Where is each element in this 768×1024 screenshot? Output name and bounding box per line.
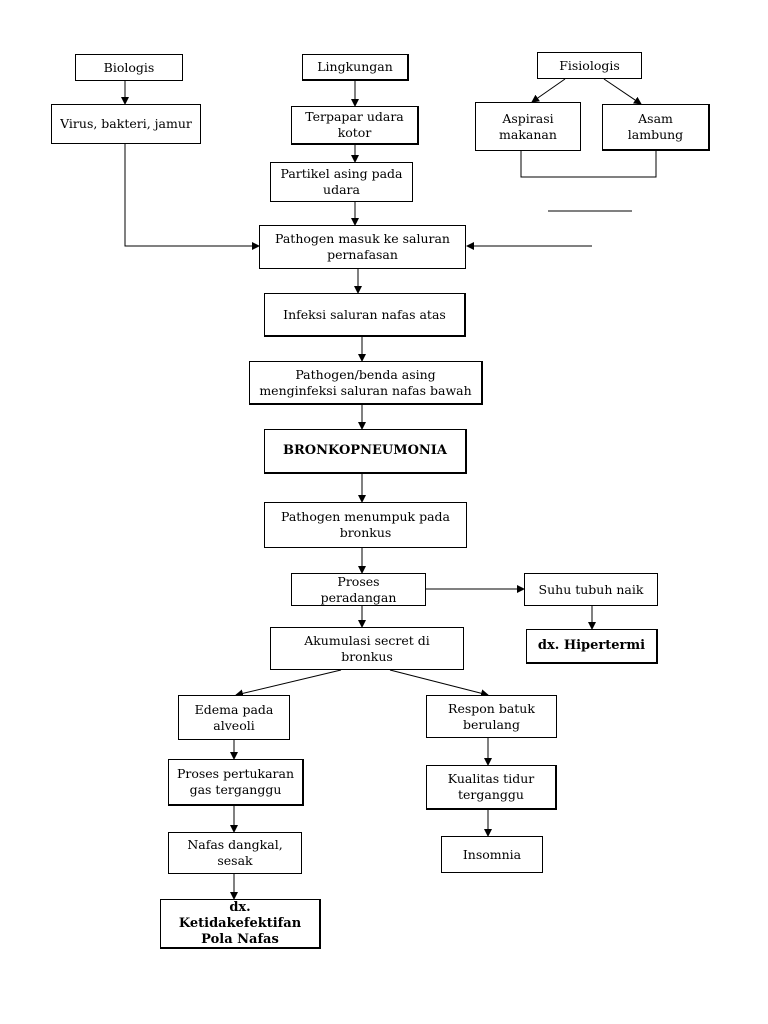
node-nafas: Nafas dangkal, sesak [168,832,302,874]
node-kualitas: Kualitas tidur terganggu [426,765,557,810]
node-bronkopneumonia: BRONKOPNEUMONIA [264,429,467,474]
node-pertukaran: Proses pertukaran gas terganggu [168,759,304,806]
node-pola-nafas: dx. Ketidakefektifan Pola Nafas [160,899,321,949]
arrow-fisiologis-aspirasi [531,78,566,103]
node-edema: Edema pada alveoli [178,695,290,740]
node-asam: Asam lambung [602,104,710,151]
node-fisiologis: Fisiologis [537,52,642,79]
arrow-virus-pathogen [124,144,260,250]
bracket-fisiologis [520,151,657,178]
node-respon: Respon batuk berulang [426,695,557,738]
arrow-akumulasi-edema [235,669,342,698]
node-virus: Virus, bakteri, jamur [51,104,201,144]
node-hipertermi: dx. Hipertermi [526,629,658,664]
node-terpapar: Terpapar udara kotor [291,106,419,145]
node-pathogen-bawah: Pathogen/benda asing menginfeksi saluran… [249,361,483,405]
node-pathogen-masuk: Pathogen masuk ke saluran pernafasan [259,225,466,269]
node-akumulasi: Akumulasi secret di bronkus [270,627,464,670]
node-biologis: Biologis [75,54,183,81]
node-menumpuk: Pathogen menumpuk pada bronkus [264,502,467,548]
arrow-fisiologis-asam [603,78,642,105]
node-suhu: Suhu tubuh naik [524,573,658,606]
node-lingkungan: Lingkungan [302,54,409,81]
node-peradangan: Proses peradangan [291,573,426,606]
node-insomnia: Insomnia [441,836,543,873]
arrow-akumulasi-respon [389,669,489,698]
node-infeksi-atas: Infeksi saluran nafas atas [264,293,466,337]
node-partikel: Partikel asing pada udara [270,162,413,202]
node-aspirasi: Aspirasi makanan [475,102,581,151]
